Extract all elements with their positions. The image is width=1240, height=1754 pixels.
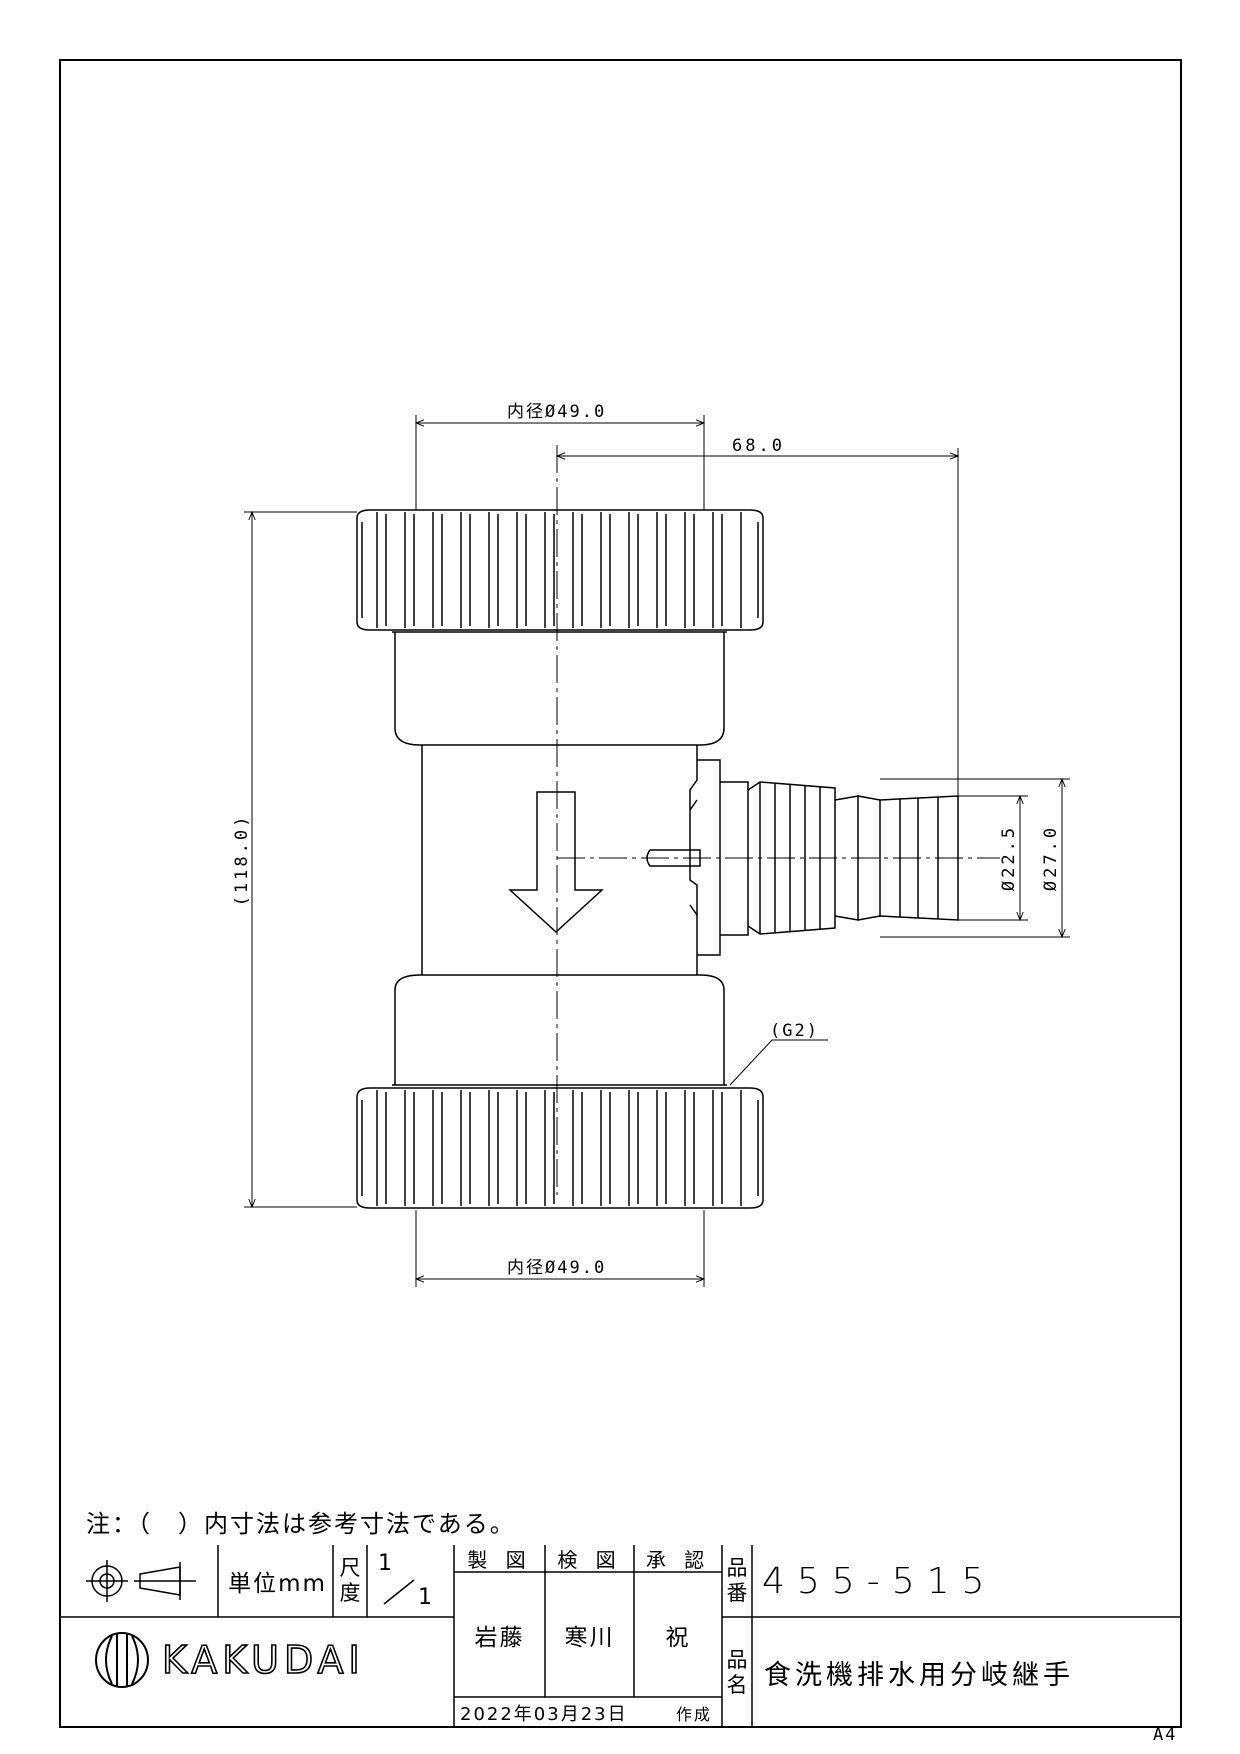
upper-nut [356,509,764,631]
dim-thread: (G2) [770,1021,819,1041]
part-number: 455-515 [762,1560,997,1602]
part-no-label-1: 品 [726,1556,748,1580]
part-name: 食洗機排水用分岐継手 [764,1660,1074,1691]
part-no-label: 品 番 [722,1545,752,1617]
approved-by: 祝 [665,1624,691,1651]
tee-body [392,631,727,1086]
part-name-label: 品 名 [722,1617,752,1728]
brand-wordmark: KAKUDAI [161,1637,365,1683]
lower-nut [356,1087,764,1209]
scale-numerator: 1 [378,1550,392,1576]
unit-label: 単位mm [228,1571,327,1597]
dim-hose-small: Ø22.5 [999,825,1019,891]
scale-label-1: 尺 [339,1556,361,1580]
checked-by: 寒川 [564,1624,615,1651]
part-name-label-2: 名 [726,1672,748,1697]
scale-denominator: 1 [418,1584,432,1610]
dimension-lines [244,415,1070,1287]
title-block-lines [59,1545,1182,1728]
dim-branch-length: 68.0 [732,436,785,456]
flow-arrow [508,791,604,934]
dim-top-inner-diameter: 内径Ø49.0 [507,402,606,422]
reference-note: 注：（ ）内寸法は参考寸法である。 [86,1510,516,1538]
date-row: 2022年03月23日 作成 [454,1697,722,1728]
dim-bottom-inner-diameter: 内径Ø49.0 [507,1258,606,1278]
created-date: 2022年03月23日 [460,1703,628,1725]
dim-overall-height: (118.0) [232,814,252,907]
kakudai-logo-icon [95,1632,149,1688]
projection-symbol-icon [86,1560,196,1602]
approved-label: 承 認 [645,1548,711,1572]
drawn-label: 製 図 [467,1548,532,1572]
drawn-by: 岩藤 [474,1624,525,1651]
part-no-label-2: 番 [726,1581,748,1605]
part-name-label-1: 品 [726,1647,748,1672]
scale-label-2: 度 [339,1581,361,1605]
center-lines [556,445,1000,1195]
created-label: 作成 [675,1704,712,1724]
sheet-size: A4 [1153,1725,1178,1745]
checked-label: 検 図 [557,1548,622,1572]
scale-label: 尺 度 [333,1545,367,1617]
drawing-frame [59,59,1182,1728]
dim-hose-large: Ø27.0 [1041,825,1061,891]
branch-outlet [646,759,959,960]
